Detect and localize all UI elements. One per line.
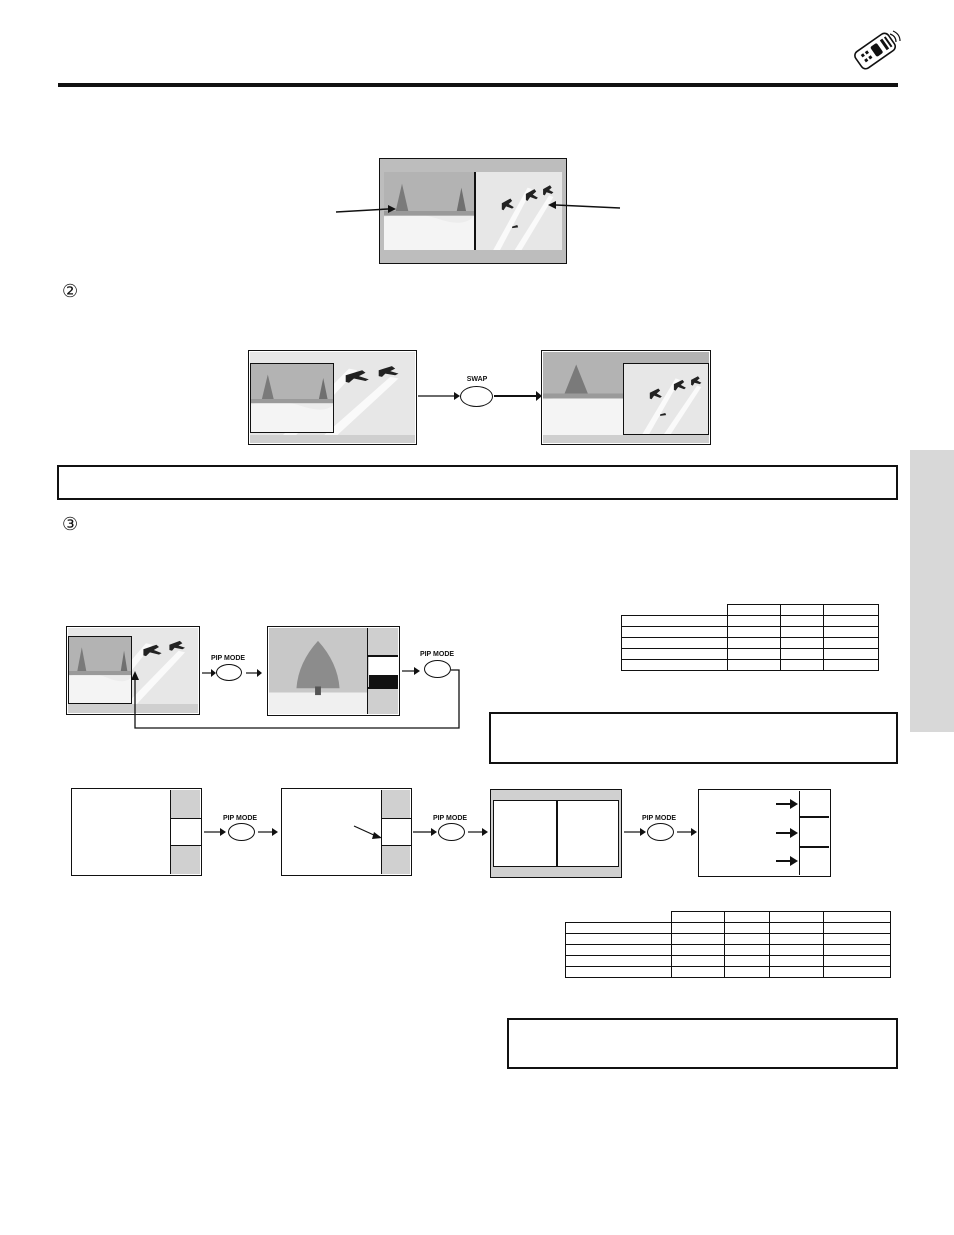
pip-diagram-d-arrow-3 [776, 856, 798, 866]
pip-diagram-c-left [493, 800, 557, 867]
pip-return-loop [131, 669, 460, 729]
table-1 [621, 604, 879, 671]
split-divider [474, 172, 476, 250]
pointer-arrow-left [335, 205, 396, 213]
pip-arrow-1a [202, 669, 216, 677]
pip-mode-button-3[interactable] [228, 823, 255, 841]
table-1-row [621, 648, 879, 660]
header-rule [58, 83, 898, 87]
swap-after-bottom-bar [543, 435, 709, 443]
table-2 [565, 911, 891, 978]
pip-mode-button-2[interactable] [424, 660, 451, 678]
table-1-row [621, 637, 879, 649]
table-2-row [565, 955, 891, 967]
pip-mode-label-1: PIP MODE [210, 655, 246, 662]
split-left-picture [384, 172, 474, 250]
step-2-number: ② [62, 281, 79, 302]
pip-arrow-1b [246, 669, 262, 677]
pip-arrow-4b [468, 828, 488, 836]
pip-tv-1-sub-window [68, 636, 132, 704]
pip-diagram-d [698, 789, 831, 877]
section-side-tab [910, 450, 954, 732]
table-1-header-row [622, 604, 879, 616]
table-2-header-row [566, 911, 891, 923]
pip-mode-label-3: PIP MODE [222, 815, 258, 822]
table-1-row [621, 615, 879, 627]
table-1-row [621, 659, 879, 671]
table-2-row [565, 966, 891, 978]
table-2-row [565, 944, 891, 956]
table-2-row [565, 922, 891, 934]
pip-tv-2-sidebar-divider-2 [367, 687, 398, 689]
pip-diagram-d-sidebar [799, 791, 829, 875]
step-3-number: ③ [62, 514, 79, 535]
pip-mode-button-1[interactable] [216, 664, 242, 681]
pip-tv-1-bottom-bar [68, 704, 198, 713]
pip-mode-label-5: PIP MODE [641, 815, 677, 822]
pip-tv-2-sidebar-active [369, 657, 398, 687]
swap-button[interactable] [460, 386, 493, 407]
pip-arrow-2a [402, 667, 420, 675]
pip-tv-2-sidebar-divider-1 [367, 655, 398, 657]
pointer-arrow-right [548, 201, 621, 209]
pip-diagram-d-arrow-1 [776, 799, 798, 809]
swap-after-pip-window [623, 363, 709, 435]
pip-diagram-c-right [557, 800, 619, 867]
pip-diagram-d-arrow-2 [776, 828, 798, 838]
note-box-2 [489, 712, 898, 764]
swap-button-label: SWAP [466, 376, 488, 383]
pip-diagram-a-active [170, 818, 201, 846]
pip-mode-button-5[interactable] [647, 823, 674, 841]
pip-diagram-b-pointer [353, 825, 382, 839]
pip-mode-button-4[interactable] [438, 823, 465, 841]
pip-diagram-b-active [381, 818, 411, 846]
pip-arrow-5b [677, 828, 697, 836]
pip-arrow-4a [413, 828, 437, 836]
swap-before-bottom-bar [250, 435, 415, 443]
table-1-row [621, 626, 879, 638]
pip-mode-label-2: PIP MODE [419, 651, 455, 658]
pip-diagram-d-divider-1 [799, 816, 829, 818]
pip-arrow-3a [204, 828, 226, 836]
swap-before-pip-window [250, 363, 334, 433]
table-2-row [565, 933, 891, 945]
swap-arrow-out [494, 391, 542, 401]
pip-mode-label-4: PIP MODE [432, 815, 468, 822]
note-box-1 [57, 465, 898, 500]
note-box-3 [507, 1018, 898, 1069]
remote-control-icon [854, 30, 901, 70]
pip-arrow-5a [624, 828, 646, 836]
pip-arrow-3b [258, 828, 278, 836]
pip-diagram-d-divider-2 [799, 846, 829, 848]
swap-arrow-in [418, 392, 460, 400]
